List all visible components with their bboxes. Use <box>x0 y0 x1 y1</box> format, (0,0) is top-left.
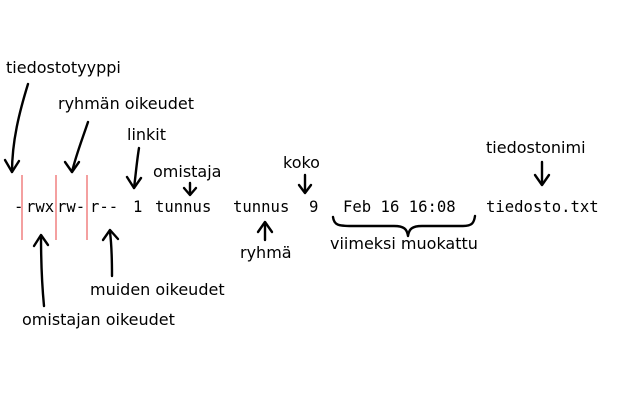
date-value: Feb 16 16:08 <box>343 198 456 216</box>
arrow-owner-permissions <box>39 234 46 308</box>
label-group-permissions: ryhmän oikeudet <box>58 94 194 113</box>
group-permissions-value: rw- <box>57 198 86 216</box>
group-value: tunnus <box>233 198 290 216</box>
brace-last-modified <box>331 214 477 238</box>
label-filename: tiedostonimi <box>486 138 586 157</box>
arrow-file-type <box>10 82 30 174</box>
links-value: 1 <box>133 198 143 216</box>
size-value: 9 <box>309 198 319 216</box>
label-owner-permissions: omistajan oikeudet <box>22 310 175 329</box>
label-group: ryhmä <box>240 243 292 262</box>
owner-permissions-value: rwx <box>26 198 55 216</box>
label-file-type: tiedostotyyppi <box>6 58 121 77</box>
owner-value: tunnus <box>155 198 212 216</box>
arrow-links <box>132 146 141 190</box>
file-type-char: - <box>14 198 24 216</box>
arrow-other-permissions <box>108 230 114 278</box>
label-owner: omistaja <box>153 162 222 181</box>
other-permissions-value: r-- <box>90 198 119 216</box>
label-other-permissions: muiden oikeudet <box>90 280 225 299</box>
label-size: koko <box>283 153 320 172</box>
filename-value: tiedosto.txt <box>486 198 599 216</box>
label-links: linkit <box>127 125 167 144</box>
arrow-group-permissions <box>70 120 90 174</box>
label-last-modified: viimeksi muokattu <box>330 234 478 253</box>
